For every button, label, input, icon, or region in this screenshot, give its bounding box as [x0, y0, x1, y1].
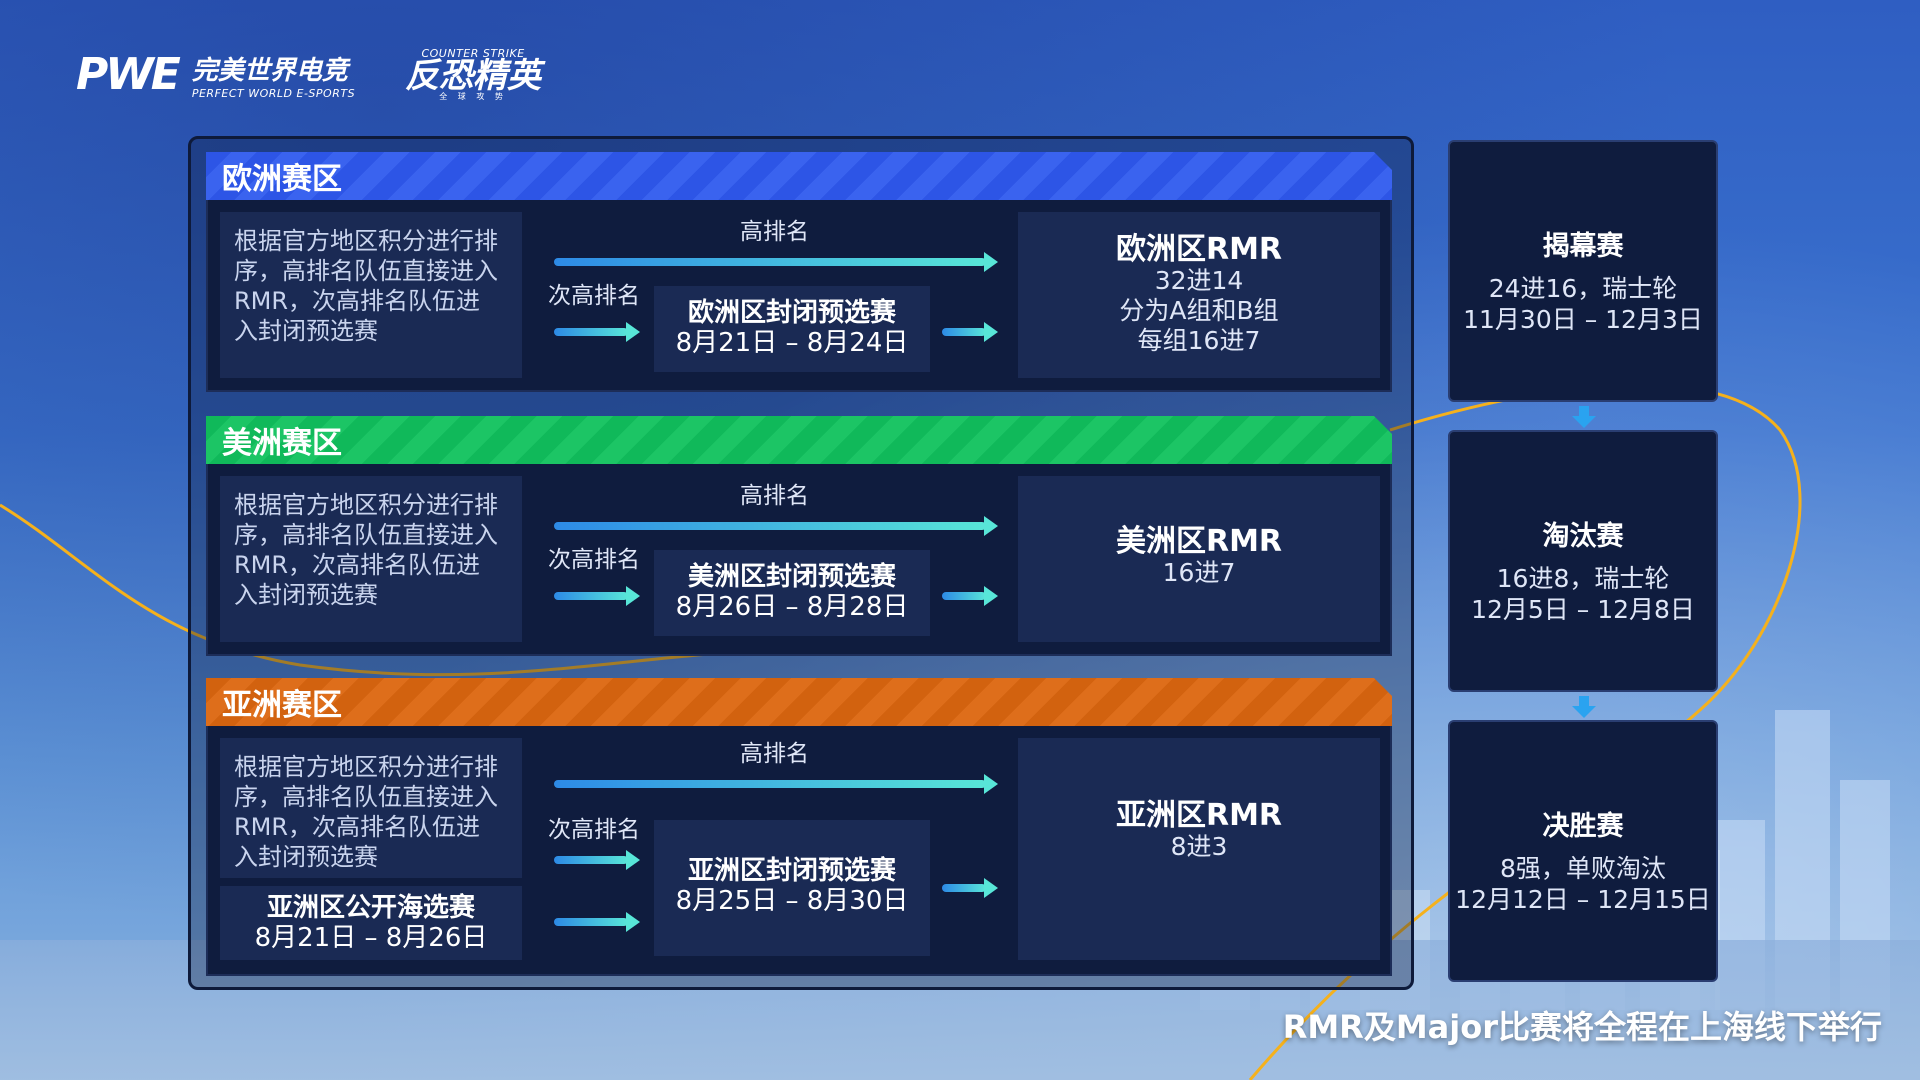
asia-open-qualifier: 亚洲区公开海选赛 8月21日 – 8月26日	[220, 886, 522, 960]
america-rmr-title: 美洲区RMR	[1115, 524, 1283, 559]
footer-note: RMR及Major比赛将全程在上海线下举行	[1282, 1008, 1882, 1046]
america-qualifier-date: 8月26日 – 8月28日	[675, 592, 909, 622]
europe-desc-line: 根据官方地区积分进行排	[234, 227, 498, 255]
europe-qualifier-title: 欧洲区封闭预选赛	[687, 298, 896, 328]
asia-desc-line: RMR，次高排名队伍进	[234, 813, 481, 841]
europe-high-rank-label: 高排名	[740, 219, 809, 245]
arrow-down-icon	[1572, 406, 1596, 428]
america-qualifier: 美洲区封闭预选赛 8月26日 – 8月28日	[654, 550, 930, 636]
asia-open-arrow	[554, 912, 640, 932]
europe-desc-line: 入封闭预选赛	[234, 317, 378, 345]
asia-qualifier-arrow	[942, 878, 998, 898]
stage-opening: 揭幕赛 24进16，瑞士轮 11月30日 – 12月3日	[1448, 140, 1718, 402]
pwe-logo-mark: PWE	[76, 49, 181, 100]
america-qualifier-title: 美洲区封闭预选赛	[687, 562, 896, 592]
stage-name: 决胜赛	[1542, 811, 1624, 842]
stage-elimination: 淘汰赛 16进8，瑞士轮 12月5日 – 12月8日	[1448, 430, 1718, 692]
asia-qualifier: 亚洲区封闭预选赛 8月25日 – 8月30日	[654, 820, 930, 956]
europe-rmr-line: 分为A组和B组	[1119, 296, 1279, 325]
america-high-rank-label: 高排名	[740, 483, 809, 509]
europe-desc-line: RMR，次高排名队伍进	[234, 287, 481, 315]
asia-rmr: 亚洲区RMR 8进3	[1018, 738, 1380, 960]
america-second-rank-arrow	[554, 586, 640, 606]
region-asia: 亚洲赛区 根据官方地区积分进行排 序，高排名队伍直接进入 RMR，次高排名队伍进…	[206, 678, 1392, 976]
region-america-title: 美洲赛区	[206, 416, 1392, 464]
region-europe-body: 根据官方地区积分进行排 序，高排名队伍直接进入 RMR，次高排名队伍进 入封闭预…	[206, 200, 1392, 392]
stage-name: 淘汰赛	[1542, 521, 1624, 552]
asia-open-date: 8月21日 – 8月26日	[254, 923, 488, 953]
asia-desc: 根据官方地区积分进行排 序，高排名队伍直接进入 RMR，次高排名队伍进 入封闭预…	[220, 738, 522, 878]
cs-logo: COUNTER STRIKE 反恐精英 全 球 攻 势	[405, 48, 541, 101]
asia-rmr-line: 8进3	[1170, 832, 1228, 861]
america-desc-line: RMR，次高排名队伍进	[234, 551, 481, 579]
arrow-down-icon	[1572, 696, 1596, 718]
asia-rmr-title: 亚洲区RMR	[1115, 798, 1283, 833]
europe-desc: 根据官方地区积分进行排 序，高排名队伍直接进入 RMR，次高排名队伍进 入封闭预…	[220, 212, 522, 378]
europe-qualifier-date: 8月21日 – 8月24日	[675, 328, 909, 358]
asia-high-rank-arrow	[554, 774, 998, 794]
america-rmr: 美洲区RMR 16进7	[1018, 476, 1380, 642]
america-desc-line: 根据官方地区积分进行排	[234, 491, 498, 519]
stage-date: 12月12日 – 12月15日	[1455, 885, 1711, 914]
stage-format: 24进16，瑞士轮	[1488, 274, 1678, 303]
stage-final: 决胜赛 8强，单败淘汰 12月12日 – 12月15日	[1448, 720, 1718, 982]
america-high-rank-arrow	[554, 516, 998, 536]
asia-high-rank-label: 高排名	[740, 741, 809, 767]
cs-logo-top: COUNTER STRIKE	[421, 47, 525, 60]
asia-qualifier-date: 8月25日 – 8月30日	[675, 886, 909, 916]
asia-open-title: 亚洲区公开海选赛	[266, 893, 475, 923]
stage-date: 11月30日 – 12月3日	[1463, 305, 1703, 334]
asia-desc-line: 序，高排名队伍直接进入	[234, 783, 498, 811]
asia-second-rank-label: 次高排名	[548, 817, 640, 843]
pwe-logo-cn: 完美世界电竞	[191, 55, 348, 86]
america-second-rank-label: 次高排名	[548, 547, 640, 573]
america-qualifier-arrow	[942, 586, 998, 606]
stage-name: 揭幕赛	[1542, 231, 1624, 262]
america-desc-line: 入封闭预选赛	[234, 581, 378, 609]
europe-rmr: 欧洲区RMR 32进14 分为A组和B组 每组16进7	[1018, 212, 1380, 378]
asia-desc-line: 根据官方地区积分进行排	[234, 753, 498, 781]
europe-second-rank-label: 次高排名	[548, 283, 640, 309]
europe-rmr-title: 欧洲区RMR	[1115, 232, 1283, 267]
cs-logo-sub: 全 球 攻 势	[439, 92, 507, 101]
america-rmr-line: 16进7	[1162, 558, 1236, 587]
region-asia-title: 亚洲赛区	[206, 678, 1392, 726]
region-europe-title: 欧洲赛区	[206, 152, 1392, 200]
europe-qualifier-arrow	[942, 322, 998, 342]
asia-desc-line: 入封闭预选赛	[234, 843, 378, 871]
header-logos: PWE 完美世界电竞 PERFECT WORLD E-SPORTS COUNTE…	[76, 48, 541, 101]
pwe-logo-en: PERFECT WORLD E-SPORTS	[191, 86, 356, 100]
europe-rmr-line: 32进14	[1154, 266, 1244, 295]
america-desc-line: 序，高排名队伍直接进入	[234, 521, 498, 549]
europe-rmr-line: 每组16进7	[1137, 326, 1261, 355]
europe-qualifier: 欧洲区封闭预选赛 8月21日 – 8月24日	[654, 286, 930, 372]
cs-logo-cn: 反恐精英	[405, 56, 542, 96]
region-europe: 欧洲赛区 根据官方地区积分进行排 序，高排名队伍直接进入 RMR，次高排名队伍进…	[206, 152, 1392, 392]
stage-date: 12月5日 – 12月8日	[1471, 595, 1695, 624]
region-asia-body: 根据官方地区积分进行排 序，高排名队伍直接进入 RMR，次高排名队伍进 入封闭预…	[206, 726, 1392, 976]
america-desc: 根据官方地区积分进行排 序，高排名队伍直接进入 RMR，次高排名队伍进 入封闭预…	[220, 476, 522, 642]
stage-format: 16进8，瑞士轮	[1496, 564, 1670, 593]
europe-desc-line: 序，高排名队伍直接进入	[234, 257, 498, 285]
asia-second-rank-arrow	[554, 850, 640, 870]
europe-second-rank-arrow	[554, 322, 640, 342]
region-america-body: 根据官方地区积分进行排 序，高排名队伍直接进入 RMR，次高排名队伍进 入封闭预…	[206, 464, 1392, 656]
europe-high-rank-arrow	[554, 252, 998, 272]
stage-format: 8强，单败淘汰	[1500, 854, 1666, 883]
pwe-logo: PWE 完美世界电竞 PERFECT WORLD E-SPORTS	[76, 49, 355, 100]
asia-qualifier-title: 亚洲区封闭预选赛	[687, 856, 896, 886]
region-america: 美洲赛区 根据官方地区积分进行排 序，高排名队伍直接进入 RMR，次高排名队伍进…	[206, 416, 1392, 656]
